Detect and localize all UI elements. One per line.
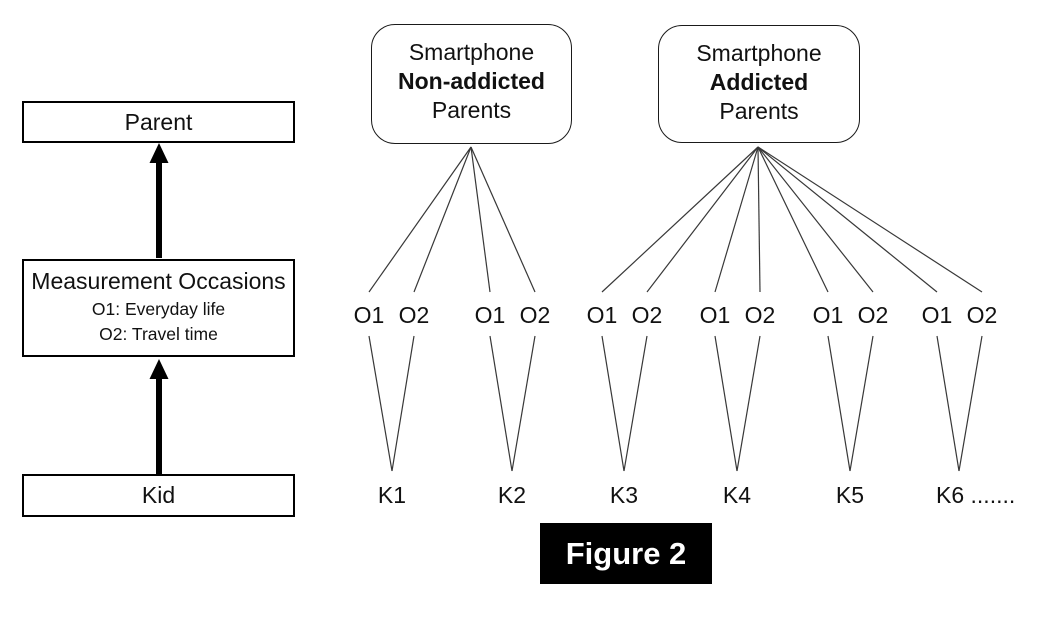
kid-label-k2: K2 [497, 482, 527, 508]
kid-lines [368, 335, 983, 472]
connector-line [714, 146, 759, 293]
occasion-label-k6-o2: O2 [966, 302, 998, 328]
connector-line [470, 146, 536, 293]
kid-label-k1: K1 [377, 482, 407, 508]
connector-line [714, 335, 738, 472]
occasion-label-k2-o1: O1 [474, 302, 506, 328]
addicted-parents-box: Smartphone Addicted Parents [658, 25, 860, 143]
connector-line [646, 146, 759, 293]
arrow-head-icon [149, 143, 169, 163]
connector-line [601, 335, 625, 472]
kid-label-k3: K3 [609, 482, 639, 508]
kid-label-k4: K4 [722, 482, 752, 508]
level-arrows [149, 143, 169, 474]
occasion-label-k3-o2: O2 [631, 302, 663, 328]
connector-line [757, 146, 761, 293]
occasion-label-k4-o2: O2 [744, 302, 776, 328]
connector-line [470, 146, 491, 293]
connector-line [757, 146, 874, 293]
connector-line [489, 335, 513, 472]
group-line1: Smartphone [696, 40, 822, 66]
connector-line [511, 335, 536, 472]
connector-line [827, 335, 851, 472]
connector-line [623, 335, 648, 472]
connector-line [757, 146, 983, 293]
connector-line [368, 146, 472, 293]
measurement-occasions-box: Measurement Occasions O1: Everyday life … [22, 259, 295, 357]
connector-line [736, 335, 761, 472]
group-line1: Smartphone [408, 39, 535, 65]
connector-line [368, 335, 393, 472]
figure-caption-text: Figure 2 [565, 535, 687, 571]
occasion-label-k2-o2: O2 [519, 302, 551, 328]
connector-line [958, 335, 983, 472]
connector-line [601, 146, 759, 293]
occasion-label-k1-o1: O1 [353, 302, 385, 328]
fan-lines-nonaddicted [368, 146, 536, 293]
kid-box: Kid [22, 474, 295, 517]
occasion-label-k4-o1: O1 [699, 302, 731, 328]
group-line2: Addicted [709, 69, 809, 95]
nonaddicted-parents-box: Smartphone Non-addicted Parents [371, 24, 572, 144]
measurement-title: Measurement Occasions [31, 268, 286, 294]
occasion-label-k3-o1: O1 [586, 302, 618, 328]
occasion-label-k6-o1: O1 [921, 302, 953, 328]
group-line3: Parents [431, 97, 512, 123]
connector-line [849, 335, 874, 472]
group-line2: Non-addicted [398, 68, 545, 94]
kid-label-k5: K5 [835, 482, 865, 508]
kid-label: Kid [141, 482, 176, 508]
group-line3: Parents [719, 98, 799, 124]
measurement-occasion1: O1: Everyday life [91, 299, 226, 319]
kid-label-k6: K6 ....... [936, 482, 1016, 508]
measurement-occasion2: O2: Travel time [99, 324, 218, 344]
connector-line [413, 146, 472, 293]
arrow-head-icon [149, 359, 169, 379]
connector-line [391, 335, 415, 472]
parent-label: Parent [124, 108, 193, 135]
occasion-label-k5-o2: O2 [857, 302, 889, 328]
parent-box: Parent [22, 101, 295, 143]
figure-caption: Figure 2 [540, 523, 712, 584]
occasion-label-k5-o1: O1 [812, 302, 844, 328]
fan-lines-addicted [601, 146, 983, 293]
connector-line [757, 146, 829, 293]
connector-line [936, 335, 960, 472]
occasion-label-k1-o2: O2 [398, 302, 430, 328]
connector-line [757, 146, 938, 293]
